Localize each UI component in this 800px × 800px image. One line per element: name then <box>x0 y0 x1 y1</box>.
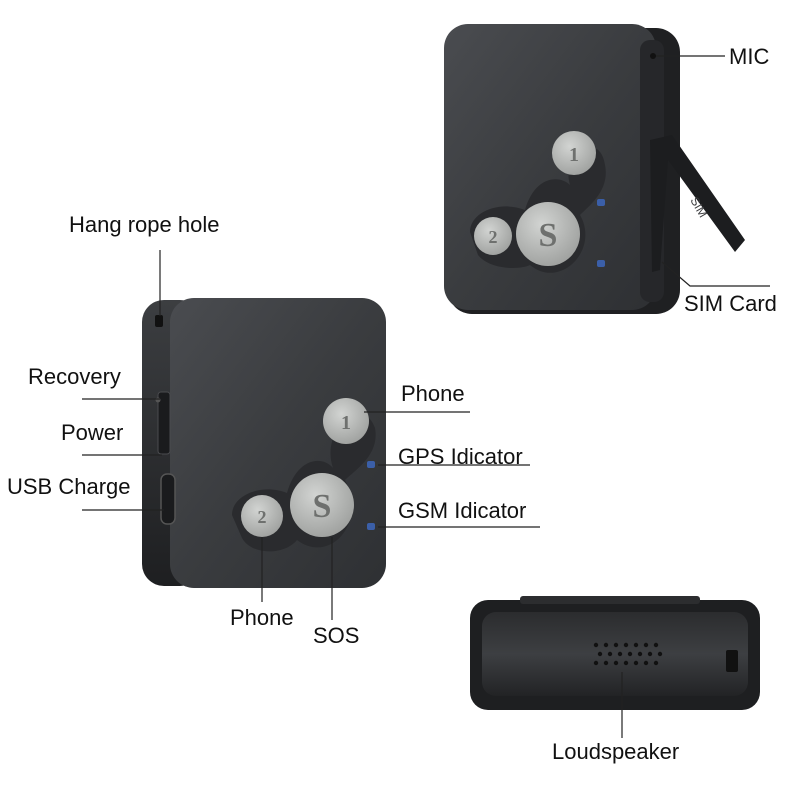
device-front-button-sos <box>290 473 354 537</box>
sim-cover-flap <box>650 135 745 272</box>
device-bottom-top-edge <box>520 596 700 604</box>
device-top-button-2-text: 2 <box>489 227 498 247</box>
loudspeaker-grille <box>593 642 663 666</box>
device-top-button-sos-text: S <box>539 217 558 254</box>
sim-leader-line <box>661 261 770 287</box>
device-top-gps-led <box>597 199 605 206</box>
label-sim-card: SIM Card <box>684 291 777 316</box>
label-gps-indicator: GPS Idicator <box>398 444 523 469</box>
label-power: Power <box>61 420 124 445</box>
device-top-button-sos <box>516 202 580 266</box>
hang-rope-hole <box>155 315 163 327</box>
label-phone-bottom: Phone <box>230 605 294 630</box>
device-front-button-2-text: 2 <box>258 507 267 527</box>
label-gsm-indicator: GSM Idicator <box>398 498 527 523</box>
device-top-button-1 <box>552 131 596 175</box>
device-bottom-slot <box>726 650 738 672</box>
device-front-button-sos-text: S <box>313 488 332 525</box>
device-front-button-2 <box>241 495 283 537</box>
label-sos: SOS <box>313 623 360 648</box>
label-hang-rope-hole: Hang rope hole <box>69 212 220 237</box>
label-recovery: Recovery <box>28 364 121 389</box>
label-mic: MIC <box>729 44 770 69</box>
device-front-button-1-text: 1 <box>341 412 351 434</box>
device-front-gsm-led <box>367 523 375 530</box>
recovery-pinhole <box>155 397 161 403</box>
device-front-button-1 <box>323 398 369 444</box>
device-top-gsm-led <box>597 260 605 267</box>
device-bottom-face <box>482 612 748 696</box>
mic-hole <box>650 53 656 59</box>
device-front-view: 1 2 S <box>142 298 386 588</box>
device-top-button-1-text: 1 <box>569 144 579 166</box>
power-button-side <box>157 391 171 455</box>
device-front-gps-led <box>367 461 375 468</box>
label-usb-charge: USB Charge <box>7 474 131 499</box>
device-top-view: 1 2 S SIM <box>444 24 745 314</box>
label-loudspeaker: Loudspeaker <box>552 739 680 764</box>
label-phone-top: Phone <box>401 381 465 406</box>
device-bottom-view <box>470 596 760 710</box>
device-top-button-2 <box>474 217 512 255</box>
usb-charge-port <box>160 473 176 525</box>
